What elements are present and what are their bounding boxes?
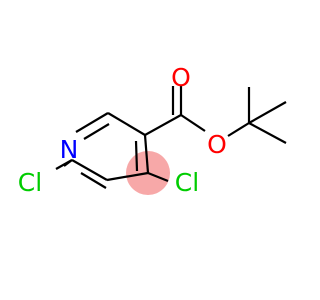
bond-tbutyl-down (248, 122, 287, 144)
chlorine-right-label: Cl (175, 168, 199, 197)
bond-oester-tbutyl (227, 122, 250, 137)
chlorine-left-label: Cl (18, 168, 42, 197)
bond-c4-c5-inner (134, 140, 139, 172)
bond-c2-cl (55, 159, 73, 170)
bond-c5-c6 (107, 112, 146, 136)
bond-carbonyl-oester (180, 114, 206, 132)
bond-c6-n-inner (83, 123, 110, 140)
bond-c5-carbonyl (144, 114, 182, 136)
bond-c4-c5 (143, 134, 150, 174)
bond-c4-cl (147, 171, 169, 183)
oxygen-carbonyl-label: O (171, 63, 191, 92)
bond-c3-c4 (106, 171, 149, 182)
nitrogen-label: N (60, 135, 79, 164)
bond-c6-n (75, 112, 109, 133)
molecule-diagram: N O O Cl Cl (18, 63, 287, 197)
bond-tbutyl-right (248, 101, 287, 124)
oxygen-ester-label: O (207, 130, 227, 159)
bond-c2-c3 (71, 159, 108, 181)
bond-c2-c3-inner (80, 172, 107, 189)
